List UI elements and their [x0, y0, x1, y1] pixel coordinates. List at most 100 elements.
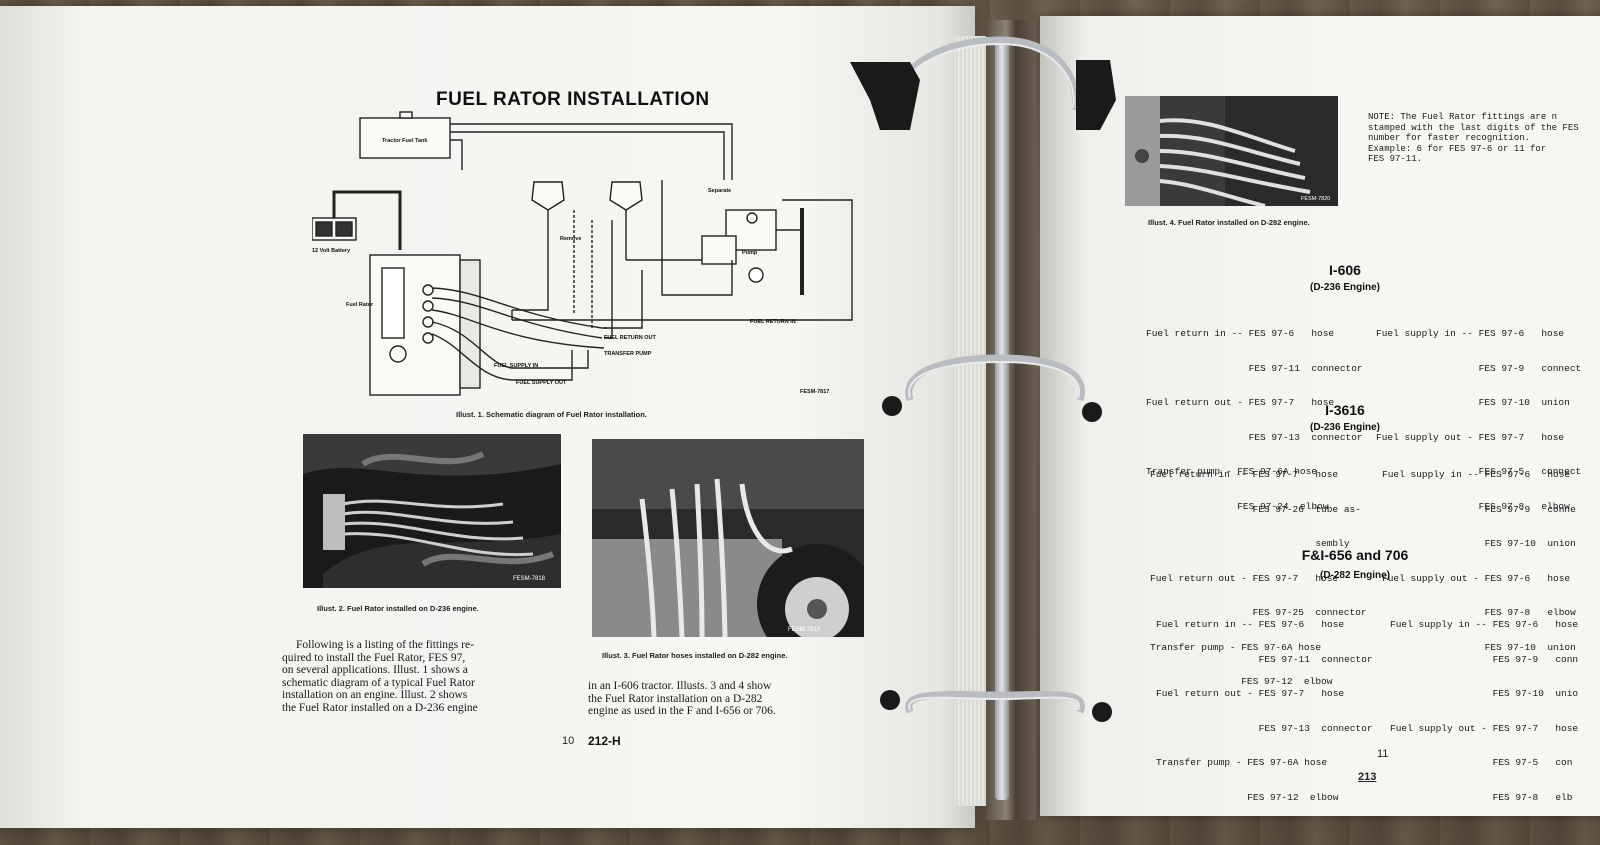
diagram-label-fuel-return-in: FUEL RETURN IN [750, 319, 796, 325]
fitting-line: FES 97-13 connector [1146, 431, 1363, 443]
note-line: stamped with the last digits of the FES [1368, 122, 1579, 133]
fitting-line: FES 97-10 union [1382, 641, 1576, 653]
photo-d236-engine: FESM-7818 [303, 434, 561, 588]
text-line: quired to install the Fuel Rator, FES 97… [282, 651, 466, 664]
binder-ring-rail [995, 40, 1009, 800]
fitting-line: Fuel return out - FES 97-7 hose [1150, 572, 1339, 584]
fittings-left-column: Fuel return in -- FES 97-6 hose FES 97-1… [1156, 596, 1373, 826]
fitting-line: FES 97-26 tube as- [1150, 503, 1361, 515]
note-line: number for faster recognition. [1368, 133, 1531, 143]
section-engine-subtitle: (D-236 Engine) [1309, 282, 1380, 293]
diagram-label-remove: Remove [560, 236, 581, 242]
diagram-label-fuel-rator: Fuel Rator [346, 302, 374, 308]
caption-illust-1: Illust. 1. Schematic diagram of Fuel Rat… [456, 410, 647, 419]
ring-bottom [880, 690, 1112, 722]
fitting-line: Transfer pump - FES 97-6A hose [1146, 466, 1318, 477]
text-line: installation on an engine. Illust. 2 sho… [282, 689, 468, 701]
fitting-line: Fuel return in -- FES 97-6 hose [1146, 328, 1335, 339]
diagram-label-battery: 12 Volt Battery [312, 248, 351, 254]
fitting-line: Transfer pump - FES 97-6A hose [1156, 757, 1328, 768]
fitting-line: FES 97-8 elbow [1376, 500, 1570, 512]
note-line: Example: 6 for FES 97-6 or 11 for [1368, 143, 1547, 154]
fitting-line: Fuel return in -- FES 97-7 hose [1150, 469, 1339, 480]
fitting-line: FES 97-11 connector [1156, 653, 1373, 665]
note-block: NOTE: The Fuel Rator fittings are n stam… [1368, 112, 1600, 165]
section-model-title: I-606 [1329, 262, 1361, 278]
note-line: FES 97-11. [1368, 154, 1423, 164]
fittings-left-column: Fuel return in -- FES 97-6 hose FES 97-1… [1146, 305, 1363, 535]
section-engine-subtitle: (D-282 Engine) [1319, 570, 1390, 581]
manual-code: 212-H [588, 734, 621, 748]
fitting-line: FES 97-11 connector [1146, 362, 1363, 374]
note-line: NOTE: The Fuel Rator fittings are n [1368, 112, 1558, 122]
diagram-label-pump: Pump [742, 250, 758, 256]
photo-illust-4: FESM-7820 [1125, 96, 1338, 206]
fitting-line: Fuel supply in -- FES 97-6 hose [1382, 469, 1571, 480]
section-engine-subtitle: (D-236 Engine) [1309, 422, 1380, 433]
fitting-line: Fuel supply in -- FES 97-6 hose [1390, 619, 1579, 630]
text-line: in an I-606 tractor. Illusts. 3 and 4 sh… [588, 680, 772, 692]
fitting-line: Fuel supply out - FES 97-7 hose [1390, 722, 1579, 734]
fitting-line: FES 97-10 unio [1390, 688, 1579, 699]
ring-top [850, 36, 1116, 130]
fitting-line: FES 97-9 conne [1382, 503, 1576, 515]
fittings-left-column: Fuel return in -- FES 97-7 hose FES 97-2… [1150, 446, 1367, 711]
fitting-line: FES 97-12 elbow [1156, 791, 1339, 803]
fitting-line: FES 97-12 elbow [1150, 676, 1333, 687]
fitting-line: Fuel supply out - FES 97-6 hose [1382, 572, 1571, 584]
fittings-right-column: Fuel supply in -- FES 97-6 hose FES 97-9… [1376, 305, 1581, 535]
fitting-line: Fuel supply out - FES 97-7 hose [1376, 431, 1565, 443]
fitting-line: FES 97-9 conn [1390, 653, 1579, 665]
binder-rings [850, 36, 1116, 722]
fitting-line: FES 97-8 elb [1390, 791, 1573, 803]
fitting-line: FES 97-5 con [1390, 757, 1573, 768]
fittings-right-column: Fuel supply in -- FES 97-6 hose FES 97-9… [1382, 446, 1576, 676]
caption-illust-2: Illust. 2. Fuel Rator installed on D-236… [317, 604, 479, 613]
right-page: FESM-7820 Illust. 4. Fuel Rator installe… [1040, 16, 1600, 816]
body-paragraph-col1: Following is a listing of the fittings r… [282, 639, 552, 714]
diagram-label-transfer-pump: TRANSFER PUMP [604, 351, 652, 357]
fitting-line: Transfer pump - FES 97-6A hose [1150, 641, 1322, 653]
fitting-line: FES 97-13 connector [1156, 722, 1373, 734]
photo4-code: FESM-7820 [1301, 196, 1330, 202]
fitting-line: Fuel return out - FES 97-7 hose [1146, 397, 1335, 408]
fitting-line: FES 97-8 elbow [1382, 607, 1576, 618]
text-line: the Fuel Rator installation on a D-282 [588, 692, 763, 705]
page-number-left: 10 [562, 735, 575, 747]
diagram-label-fuel-supply-out: FUEL SUPPLY OUT [516, 380, 567, 386]
page-title: FUEL RATOR INSTALLATION [436, 89, 710, 110]
schematic-diagram: Tractor Fuel Tank 12 Volt Battery Remove… [312, 111, 853, 396]
section-model-title: I-3616 [1325, 402, 1365, 418]
photo3-code: FESM-7819 [788, 627, 821, 633]
text-line: schematic diagram of a typical Fuel Rato… [282, 676, 475, 689]
text-line: the Fuel Rator installed on a D-236 engi… [282, 701, 478, 714]
body-paragraph-col2: in an I-606 tractor. Illusts. 3 and 4 sh… [588, 680, 868, 718]
section-model-title: F&I-656 and 706 [1301, 547, 1409, 563]
diagram-label-fuel-supply-in: FUEL SUPPLY IN [494, 363, 538, 369]
diagram-label-tank: Tractor Fuel Tank [382, 138, 428, 144]
ring-middle [882, 354, 1102, 422]
diagram-code: FESM-7817 [800, 389, 829, 395]
left-page: FUEL RATOR INSTALLATION [0, 6, 975, 828]
page-number-right: 11 [1377, 748, 1389, 760]
diagram-label-fuel-return-out: FUEL RETURN OUT [604, 335, 656, 341]
fitting-line: FES 97-24 elbow [1146, 500, 1329, 512]
binder-spine [986, 20, 1036, 820]
fitting-line: Fuel return in -- FES 97-6 hose [1156, 619, 1345, 630]
fitting-line: FES 97-5 connect [1376, 466, 1582, 477]
manual-page-number: 213 [1358, 771, 1377, 783]
fitting-line: sembly [1150, 538, 1350, 549]
photo2-code: FESM-7818 [513, 576, 546, 582]
fitting-line: Fuel return out - FES 97-7 hose [1156, 688, 1345, 699]
diagram-label-separate: Separate [708, 188, 731, 194]
caption-illust-3: Illust. 3. Fuel Rator hoses installed on… [602, 651, 788, 660]
photo-d282-engine-hoses: FESM-7819 [592, 439, 864, 637]
fitting-line: FES 97-25 connector [1150, 607, 1367, 618]
caption-illust-4: Illust. 4. Fuel Rator installed on D-282… [1148, 218, 1310, 227]
fitting-line: FES 97-9 connect [1376, 362, 1582, 374]
text-line: engine as used in the F and I-656 or 706… [588, 705, 776, 717]
fitting-line: FES 97-10 union [1382, 538, 1576, 549]
fitting-line: Fuel supply in -- FES 97-6 hose [1376, 328, 1565, 339]
text-line: on several applications. Illust. 1 shows… [282, 664, 468, 676]
fittings-right-column: Fuel supply in -- FES 97-6 hose FES 97-9… [1390, 596, 1578, 826]
